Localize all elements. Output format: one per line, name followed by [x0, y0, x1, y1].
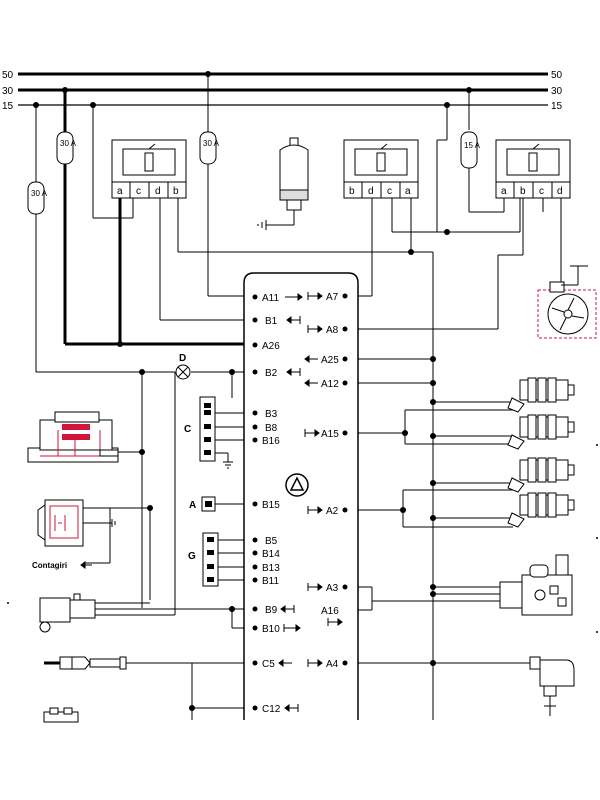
pin-b1: B1 [265, 316, 278, 327]
relay-3-pins: a b c d [495, 181, 571, 199]
diagnostic-symbol-icon [285, 473, 309, 497]
crank-sensor-icon [39, 593, 96, 633]
tachometer-label: Contagiri [32, 561, 67, 570]
relay-1-pin-a: a [117, 186, 123, 197]
relay-2-pin-a: a [405, 186, 411, 197]
pin-b16: B16 [262, 436, 280, 447]
relay-2-pin-c: c [387, 186, 392, 197]
idle-actuator-icon [499, 554, 573, 616]
pin-a16: A16 [321, 606, 339, 617]
relay-1-pin-b: b [173, 186, 179, 197]
relay-1-pin-c: c [136, 186, 141, 197]
fuse-f1: 30 A [27, 181, 48, 215]
pin-a12: A12 [321, 379, 339, 390]
rail-30-label-right: 30 [551, 86, 563, 97]
label-c: C [184, 424, 191, 435]
pin-b13: B13 [262, 563, 280, 574]
pin-b14: B14 [262, 549, 280, 560]
relay-1-pins: a c d b [111, 181, 187, 199]
power-rails [18, 72, 548, 106]
ecu-box [243, 272, 359, 720]
label-d: D [179, 353, 186, 364]
pin-b11: B11 [262, 576, 279, 587]
relay-3: a b c d [495, 139, 571, 199]
pin-a8: A8 [326, 325, 339, 336]
tachometer-arrow-icon [80, 561, 92, 569]
injector-3-icon [507, 457, 575, 493]
fan-motor-icon [537, 265, 597, 339]
fuse-f2-label: 30 A [60, 139, 77, 148]
fuse-f3-label: 30 A [203, 139, 220, 148]
relay-3-pin-c: c [539, 186, 544, 197]
pin-a7: A7 [326, 292, 339, 303]
pin-b15: B15 [262, 500, 280, 511]
relay-1-pin-d: d [155, 186, 161, 197]
pin-a26: A26 [262, 341, 280, 352]
relay-2-pins: b d c a [343, 181, 419, 199]
relay-2-pin-d: d [368, 186, 374, 197]
rail-50-label-right: 50 [551, 70, 563, 81]
fuse-f4: 15 A [460, 131, 481, 169]
injector-4-icon [507, 492, 575, 528]
pressure-sensor-icon [529, 656, 575, 716]
pin-c12: C12 [262, 704, 281, 715]
pin-c5: C5 [262, 659, 275, 670]
ecu-right-pins [342, 293, 348, 666]
rail-30-label-left: 30 [2, 86, 14, 97]
relay-3-pin-b: b [520, 186, 526, 197]
ecu-right-arrows [304, 292, 343, 667]
connector-c [199, 396, 233, 469]
ecu-left-arrows [278, 293, 303, 712]
partial-component-icon [43, 707, 79, 723]
connector-a [201, 496, 216, 512]
pin-a11: A11 [262, 293, 279, 304]
pin-a2: A2 [326, 506, 339, 517]
pin-a25: A25 [321, 355, 339, 366]
fuse-f3: 30 A [199, 131, 220, 165]
relay-2: b d c a [343, 139, 419, 199]
pin-b5: B5 [265, 536, 278, 547]
cam-sensor-icon [37, 499, 116, 547]
rail-15-label-right: 15 [551, 101, 563, 112]
margin-marks [7, 444, 598, 633]
pin-b9: B9 [265, 605, 278, 616]
pin-b2: B2 [265, 368, 278, 379]
connector-g [202, 532, 219, 587]
warning-lamp-d-icon [175, 364, 191, 380]
pin-b8: B8 [265, 423, 278, 434]
pin-b10: B10 [262, 624, 280, 635]
injector-1-icon [507, 377, 575, 413]
pin-a15: A15 [321, 429, 339, 440]
pin-a4: A4 [326, 659, 339, 670]
relay-3-pin-a: a [501, 186, 507, 197]
relay-3-pin-d: d [557, 186, 563, 197]
label-g: G [188, 551, 196, 562]
junction-dots [117, 229, 450, 711]
wires [35, 74, 562, 720]
fuse-f4-label: 15 A [464, 141, 481, 150]
pin-b3: B3 [265, 409, 278, 420]
rail-50-label-left: 50 [2, 70, 14, 81]
injector-2-icon [507, 414, 575, 450]
rail-15-label-left: 15 [2, 101, 14, 112]
lambda-sensor-icon [44, 656, 127, 670]
relay-1: a c d b [111, 139, 187, 199]
ignition-module-icon [27, 411, 119, 463]
ecu-left-pins [252, 294, 258, 711]
pin-a3: A3 [326, 583, 339, 594]
label-a: A [189, 500, 196, 511]
fuse-f1-label: 30 A [31, 189, 48, 198]
fuel-pump-icon [257, 137, 309, 230]
fuse-f2: 30 A [56, 131, 77, 165]
relay-2-pin-b: b [349, 186, 355, 197]
